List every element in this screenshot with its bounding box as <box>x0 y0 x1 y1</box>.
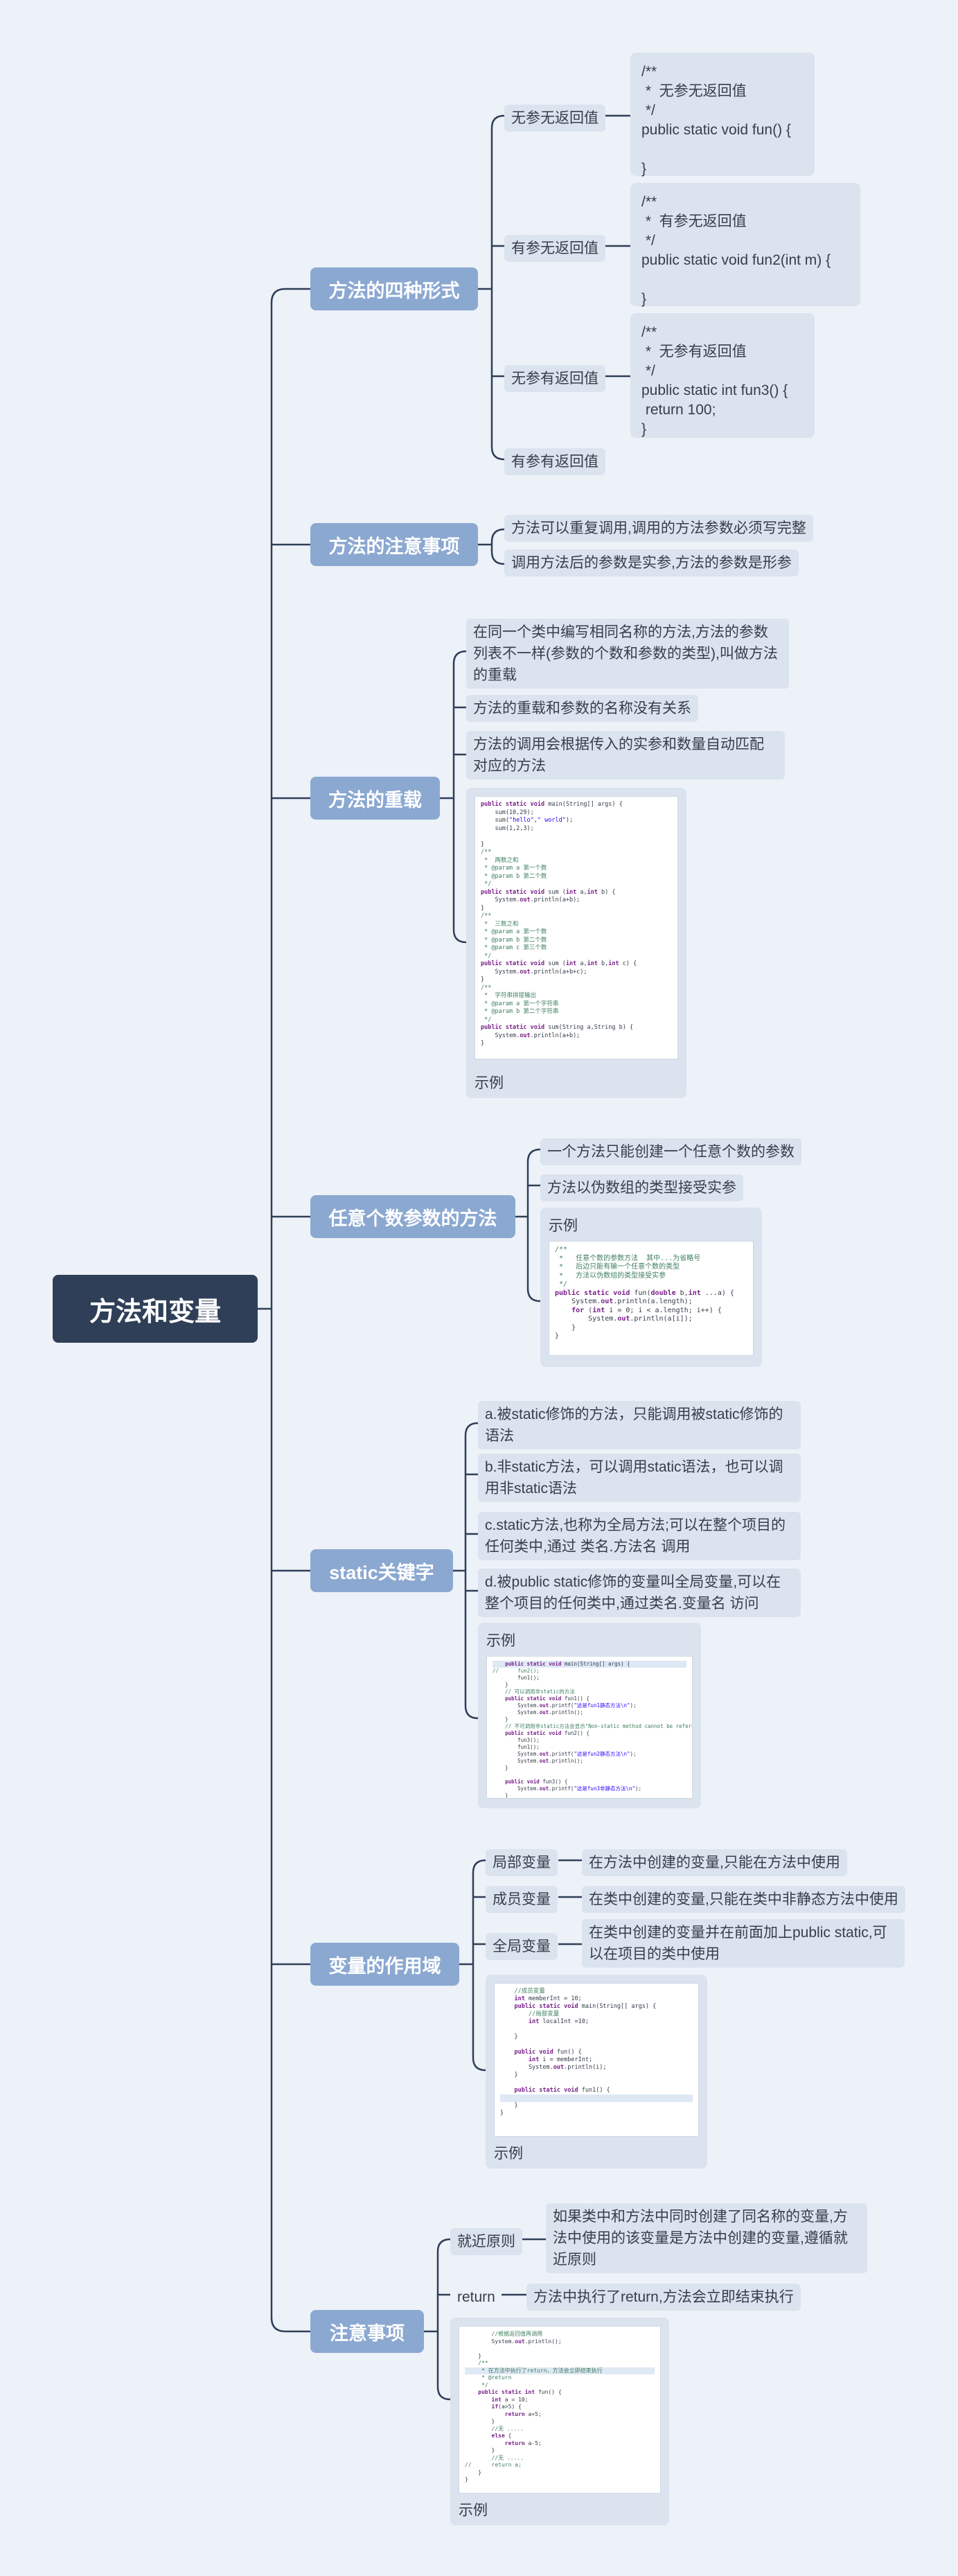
overload-example-label: 示例 <box>474 1075 504 1091</box>
branch-method-forms[interactable]: 方法的四种形式 <box>310 267 478 310</box>
scope-code-screenshot: //成员变量 int memberInt = 10; public static… <box>494 1983 699 2137</box>
varargs-code-screenshot: /** * 任意个数的参数方法 其中...为省略号 * 后边只能有输一个任意个数… <box>549 1241 754 1356</box>
leaf-member-desc[interactable]: 在类中创建的变量,只能在类中非静态方法中使用 <box>582 1886 905 1913</box>
leaf-overload-match[interactable]: 方法的调用会根据传入的实参和数量自动匹配对应的方法 <box>466 731 785 779</box>
leaf-return-desc[interactable]: 方法中执行了return,方法会立即结束执行 <box>526 2284 801 2311</box>
code-fun3[interactable]: /** * 无参有返回值 */ public static int fun3()… <box>630 313 815 438</box>
branch-attention[interactable]: 注意事项 <box>310 2310 424 2353</box>
leaf-param-return[interactable]: 有参有返回值 <box>504 448 605 475</box>
branch-varargs[interactable]: 任意个数参数的方法 <box>310 1195 515 1238</box>
leaf-return[interactable]: return <box>457 2289 495 2305</box>
attention-example-card[interactable]: //根据返回值再调用 System.out.println(); } /** *… <box>450 2318 669 2525</box>
leaf-overload-def[interactable]: 在同一个类中编写相同名称的方法,方法的参数列表不一样(参数的个数和参数的类型),… <box>466 619 789 689</box>
leaf-note-1[interactable]: 方法可以重复调用,调用的方法参数必须写完整 <box>504 515 813 542</box>
branch-scope[interactable]: 变量的作用域 <box>310 1943 459 1986</box>
branch-static[interactable]: static关键字 <box>310 1549 453 1592</box>
overload-example-card[interactable]: public static void main(String[] args) {… <box>466 788 686 1098</box>
leaf-note-2[interactable]: 调用方法后的参数是实参,方法的参数是形参 <box>504 549 799 576</box>
leaf-nearest-principle[interactable]: 就近原则 <box>450 2228 522 2255</box>
scope-example-label: 示例 <box>494 2146 523 2162</box>
code-fun[interactable]: /** * 无参无返回值 */ public static void fun()… <box>630 53 815 177</box>
leaf-no-param-no-return[interactable]: 无参无返回值 <box>504 105 605 132</box>
leaf-global-variable[interactable]: 全局变量 <box>486 1933 558 1960</box>
leaf-local-variable[interactable]: 局部变量 <box>486 1849 558 1876</box>
varargs-example-card[interactable]: 示例 /** * 任意个数的参数方法 其中...为省略号 * 后边只能有输一个任… <box>540 1208 762 1367</box>
leaf-static-d[interactable]: d.被public static修饰的变量叫全局变量,可以在整个项目的任何类中,… <box>478 1569 801 1617</box>
leaf-static-c[interactable]: c.static方法,也称为全局方法;可以在整个项目的任何类中,通过 类名.方法… <box>478 1512 801 1560</box>
static-example-card[interactable]: 示例 public static void main(String[] args… <box>478 1623 701 1808</box>
scope-example-card[interactable]: //成员变量 int memberInt = 10; public static… <box>486 1975 707 2169</box>
leaf-global-desc[interactable]: 在类中创建的变量并在前面加上public static,可以在项目的类中使用 <box>582 1919 905 1968</box>
overload-code-screenshot: public static void main(String[] args) {… <box>474 796 678 1059</box>
varargs-example-label: 示例 <box>549 1218 578 1234</box>
root-topic[interactable]: 方法和变量 <box>53 1275 258 1343</box>
leaf-static-b[interactable]: b.非static方法，可以调用static语法，也可以调用非static语法 <box>478 1454 801 1502</box>
attention-code-screenshot: //根据返回值再调用 System.out.println(); } /** *… <box>459 2326 661 2494</box>
leaf-nearest-desc[interactable]: 如果类中和方法中同时创建了同名称的变量,方法中使用的该变量是方法中创建的变量,遵… <box>546 2203 867 2273</box>
static-example-label: 示例 <box>486 1633 515 1649</box>
branch-overload[interactable]: 方法的重载 <box>310 777 440 820</box>
leaf-local-desc[interactable]: 在方法中创建的变量,只能在方法中使用 <box>582 1849 847 1876</box>
leaf-static-a[interactable]: a.被static修饰的方法，只能调用被static修饰的语法 <box>478 1401 801 1449</box>
leaf-param-no-return[interactable]: 有参无返回值 <box>504 235 605 262</box>
branch-method-notes[interactable]: 方法的注意事项 <box>310 523 478 566</box>
leaf-overload-names[interactable]: 方法的重载和参数的名称没有关系 <box>466 695 698 722</box>
leaf-no-param-return[interactable]: 无参有返回值 <box>504 365 605 392</box>
static-code-screenshot: public static void main(String[] args) {… <box>486 1656 693 1799</box>
leaf-varargs-one[interactable]: 一个方法只能创建一个任意个数的参数 <box>540 1138 801 1165</box>
leaf-member-variable[interactable]: 成员变量 <box>486 1886 558 1913</box>
leaf-varargs-array[interactable]: 方法以伪数组的类型接受实参 <box>540 1174 743 1201</box>
attention-example-label: 示例 <box>459 2503 488 2518</box>
code-fun2[interactable]: /** * 有参无返回值 */ public static void fun2(… <box>630 183 860 307</box>
